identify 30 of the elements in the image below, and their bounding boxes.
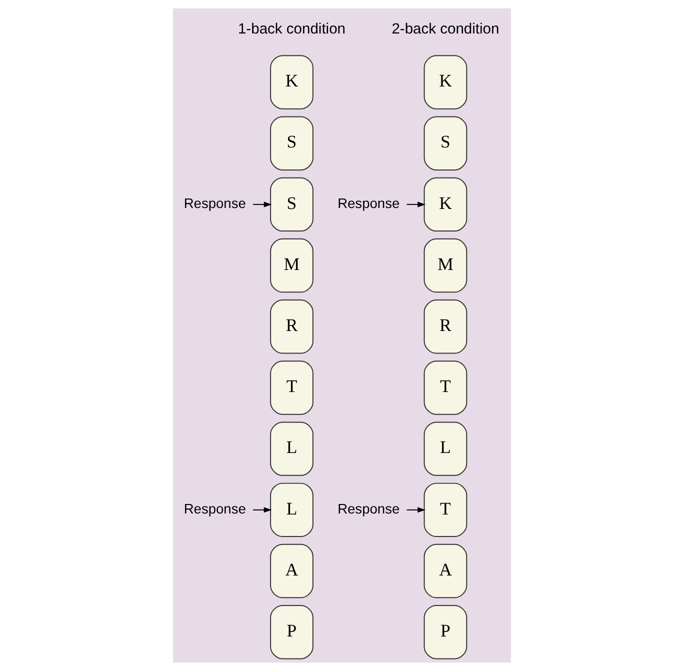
node-box: S xyxy=(423,116,467,170)
node-box: K xyxy=(270,55,313,110)
node-box: T xyxy=(423,360,467,415)
node-box: R xyxy=(270,300,313,354)
label: 2-back condition xyxy=(391,21,499,38)
arrow xyxy=(406,507,425,513)
node-text: Response xyxy=(337,502,400,517)
node-box: S xyxy=(270,177,313,232)
arrow xyxy=(406,202,425,208)
node-box: L xyxy=(270,482,313,538)
arrow xyxy=(252,507,272,513)
node-box: A xyxy=(423,544,467,598)
node-box: S xyxy=(270,116,313,170)
node-box: P xyxy=(270,605,313,660)
label: 1-back condition xyxy=(237,21,346,38)
node-text: Response xyxy=(183,196,246,212)
node-box: L xyxy=(423,422,467,476)
node-box: L xyxy=(270,422,313,476)
arrow xyxy=(252,202,272,208)
node-box: P xyxy=(423,605,467,660)
node-box: A xyxy=(270,544,313,598)
node-box: T xyxy=(423,482,467,538)
node-box: K xyxy=(423,55,467,110)
node-box: M xyxy=(270,238,313,293)
node-text: Response xyxy=(337,196,400,212)
node-box: R xyxy=(423,300,467,354)
node-box: K xyxy=(423,177,467,232)
node-text: Response xyxy=(183,502,246,517)
node-box: M xyxy=(423,238,467,293)
node-box: T xyxy=(270,360,313,415)
